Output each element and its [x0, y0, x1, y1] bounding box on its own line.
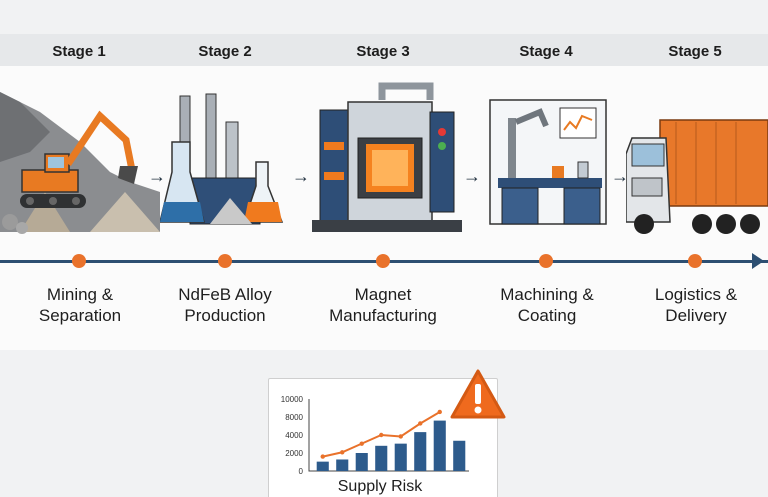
- y-tick-label: 2000: [285, 449, 303, 458]
- workbench-icon: [489, 99, 607, 225]
- stage-header-band: [0, 34, 768, 66]
- chart-bar: [316, 461, 329, 471]
- excavator-icon: [0, 92, 160, 234]
- timeline-dot-3: [376, 254, 390, 268]
- furnace-machine-icon: [312, 82, 462, 232]
- chart-bar: [355, 453, 368, 471]
- supply-risk-card: 10000 8000 4000 2000 0: [268, 378, 498, 497]
- timeline-arrowhead: [752, 253, 764, 269]
- flow-arrow-2: →: [292, 166, 310, 186]
- supply-risk-caption: Supply Risk: [337, 478, 423, 495]
- timeline-dot-2: [218, 254, 232, 268]
- trend-point: [359, 441, 364, 446]
- stage-5-title: Stage 5: [668, 43, 722, 60]
- flow-arrow-1: →: [148, 166, 166, 186]
- flow-arrow-4: →: [611, 166, 629, 186]
- chart-bar: [453, 440, 466, 471]
- timeline-dot-1: [72, 254, 86, 268]
- chart-bar: [414, 432, 427, 471]
- flow-arrow-3: →: [463, 166, 481, 186]
- chart-bar: [375, 445, 388, 471]
- stage-4-label: Machining & Coating: [500, 285, 594, 325]
- stage-5-label: Logistics & Delivery: [654, 285, 738, 325]
- y-tick-label: 10000: [281, 395, 304, 404]
- lab-flask-icon: [160, 93, 284, 225]
- y-tick-label: 4000: [285, 431, 303, 440]
- timeline-dot-4: [539, 254, 553, 268]
- stage-2-title: Stage 2: [198, 43, 252, 60]
- stage-3-title: Stage 3: [356, 43, 410, 60]
- trend-point: [398, 434, 403, 439]
- trend-point: [418, 421, 423, 426]
- chart-bar: [394, 443, 407, 471]
- truck-icon: [626, 119, 768, 234]
- trend-point: [320, 454, 325, 459]
- warning-icon: [450, 369, 506, 419]
- trend-point: [379, 432, 384, 438]
- supply-risk-chart: 10000 8000 4000 2000 0: [281, 395, 469, 476]
- chart-bar: [336, 459, 349, 471]
- stage-1-title: Stage 1: [52, 43, 106, 60]
- stage-3-label: Magnet Manufacturing: [329, 285, 437, 325]
- y-tick-label: 8000: [285, 413, 303, 422]
- stage-2-label: NdFeB Alloy Production: [178, 285, 272, 325]
- y-tick-label: 0: [299, 467, 304, 476]
- trend-point: [340, 450, 345, 455]
- stage-1-label: Mining & Separation: [38, 285, 122, 325]
- chart-bar: [433, 420, 446, 471]
- stage-4-title: Stage 4: [519, 43, 573, 60]
- trend-point: [437, 409, 442, 415]
- timeline-dot-5: [688, 254, 702, 268]
